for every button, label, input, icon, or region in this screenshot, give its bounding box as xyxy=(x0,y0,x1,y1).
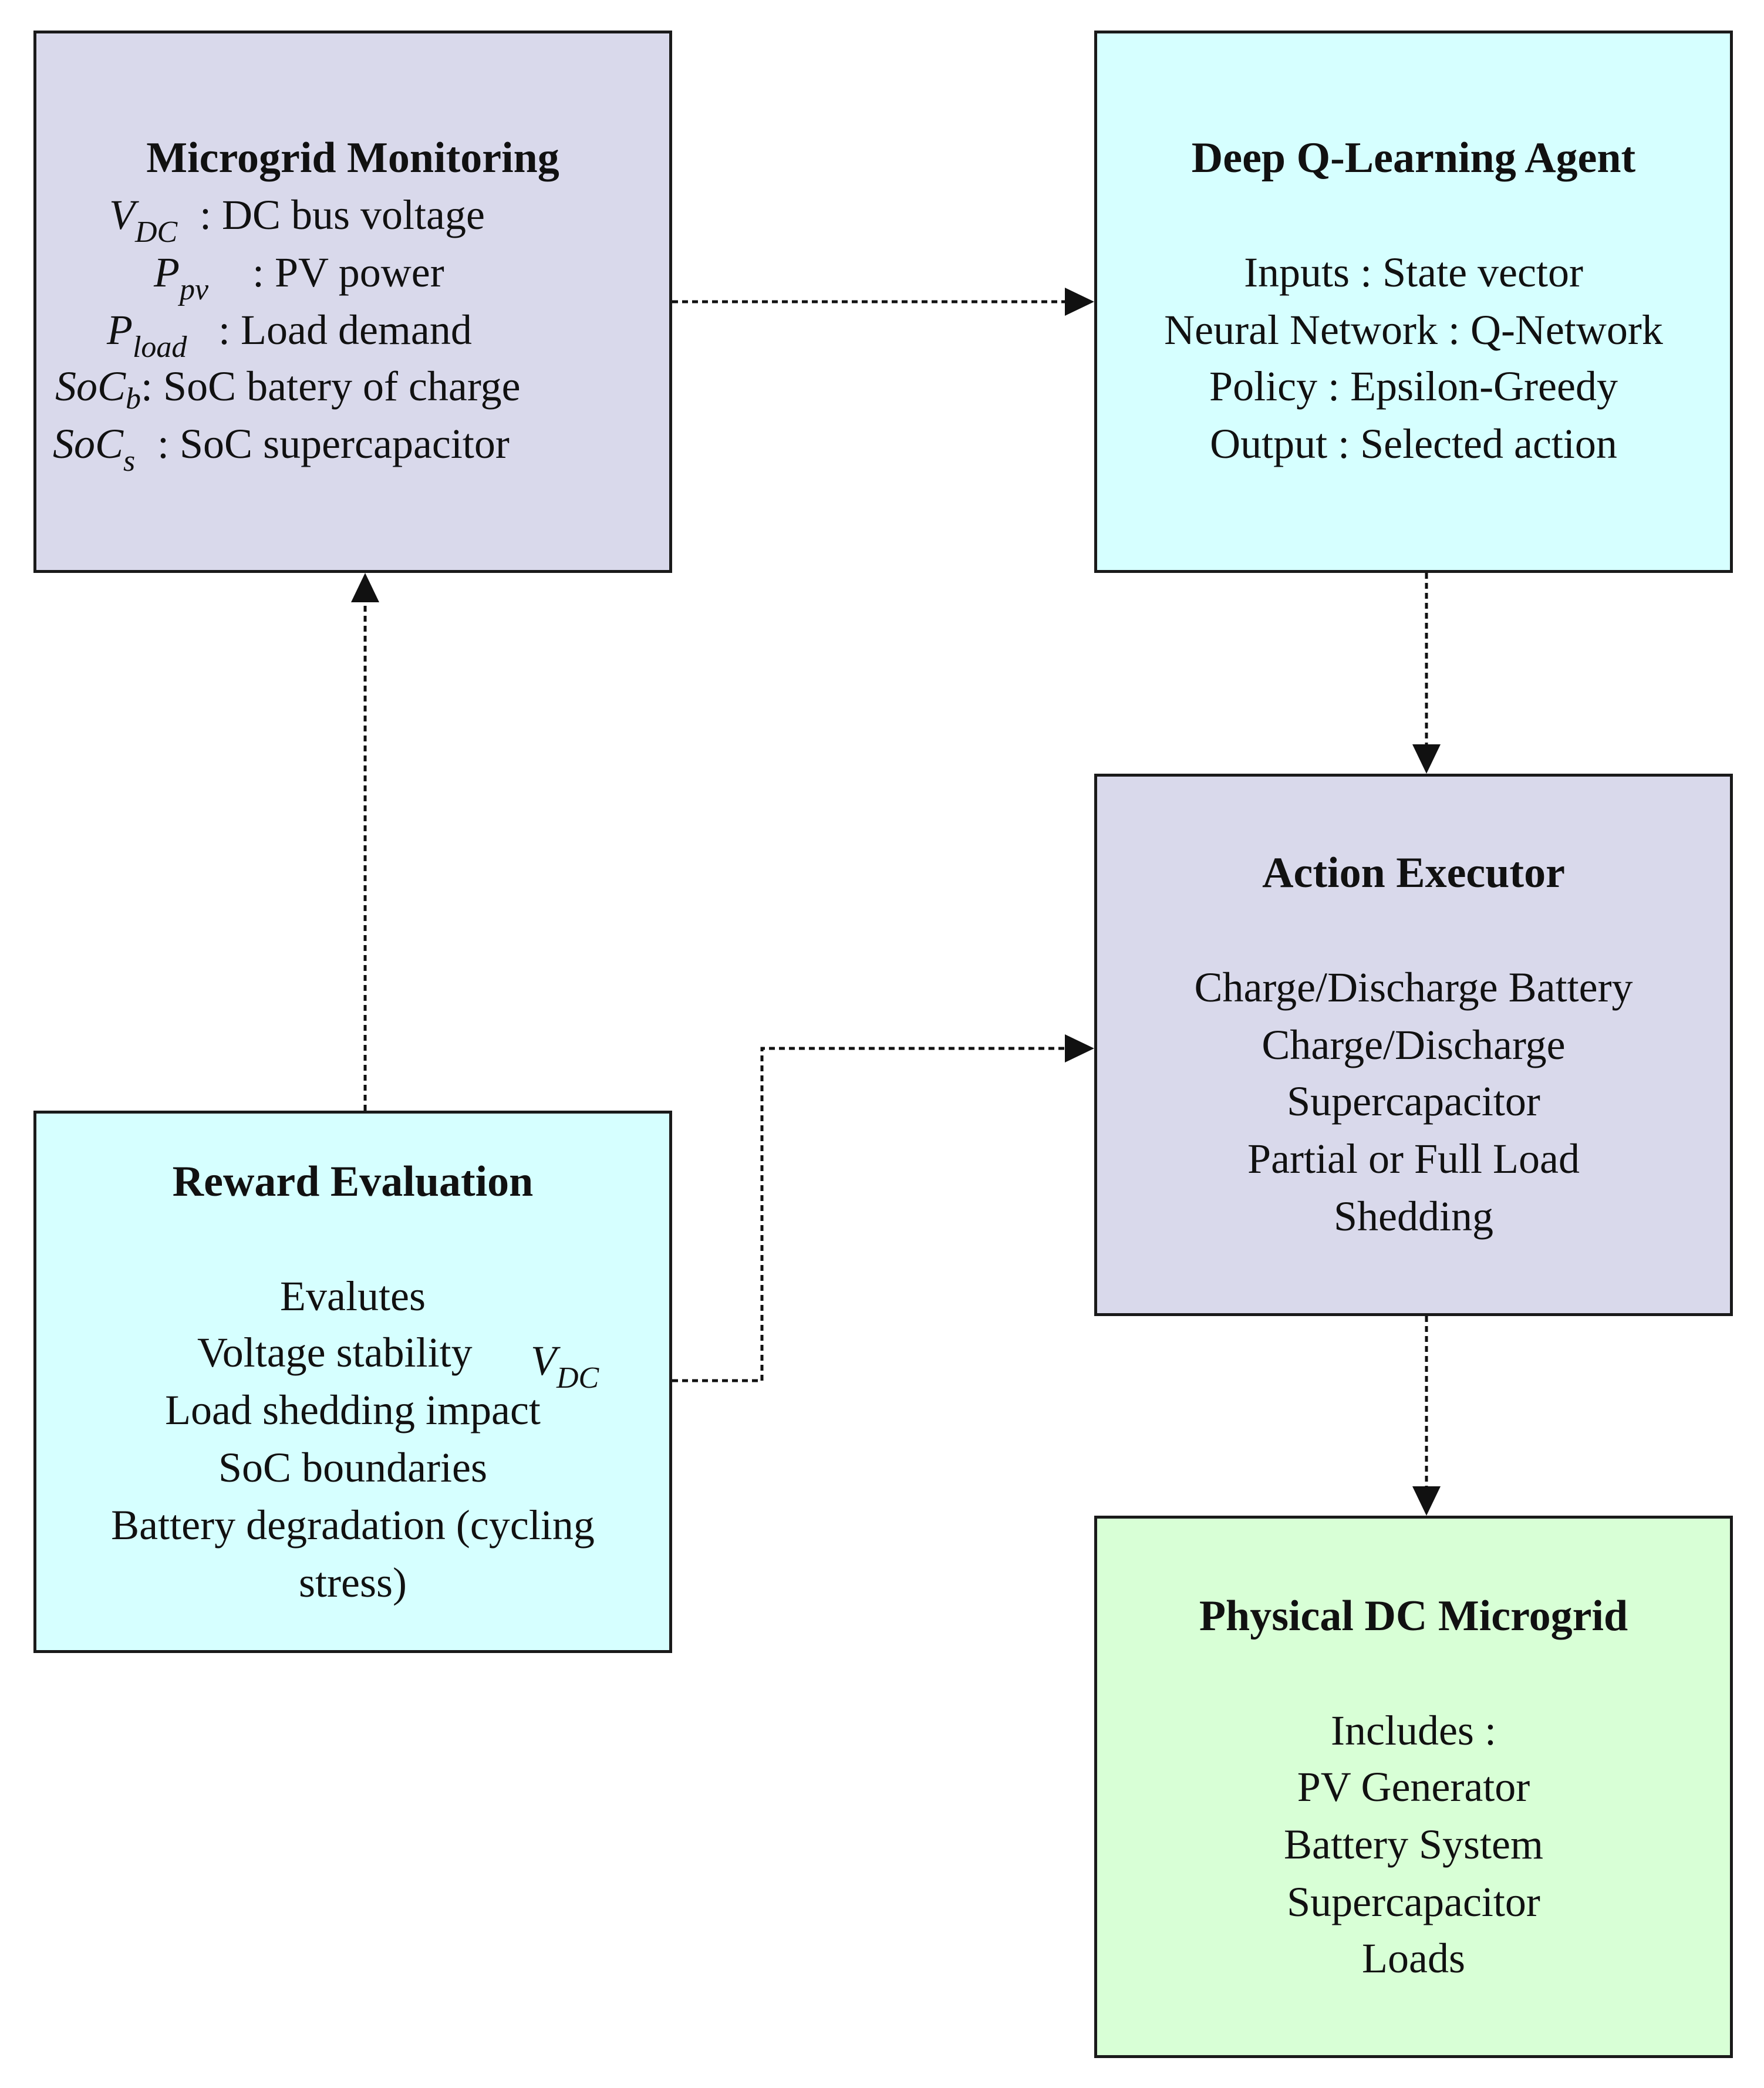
link-reward-to-executor-arrowhead xyxy=(1065,1034,1094,1062)
executor-title: Action Executor xyxy=(1262,849,1565,897)
physical-line-pv: PV Generator xyxy=(1297,1763,1530,1810)
socb-subscript: b xyxy=(126,382,141,416)
reward-box xyxy=(33,1111,672,1653)
reward-title: Reward Evaluation xyxy=(172,1158,534,1206)
agent-line-output: Output : Selected action xyxy=(1210,420,1617,467)
socs-subscript: s xyxy=(123,444,136,478)
reward-line-stress: stress) xyxy=(299,1559,407,1606)
monitoring-socs-text: : SoC supercapacitor xyxy=(157,420,510,467)
executor-line-1: Charge/Discharge Battery xyxy=(1194,964,1633,1011)
reward-line-evalutes: Evalutes xyxy=(280,1273,426,1320)
monitoring-socb-row: SoCb: SoC batery of charge xyxy=(55,363,521,414)
monitoring-ppv-text: : PV power xyxy=(252,249,444,296)
monitoring-title: Microgrid Monitoring xyxy=(146,134,559,182)
reward-vdc-sub: DC xyxy=(556,1361,599,1395)
link-reward-to-executor xyxy=(672,1047,1068,1382)
agent-box xyxy=(1094,31,1733,573)
physical-line-supercap: Supercapacitor xyxy=(1287,1878,1540,1925)
monitoring-box xyxy=(33,31,672,573)
link-monitoring-to-agent-arrowhead xyxy=(1065,288,1094,316)
physical-line-includes: Includes : xyxy=(1331,1707,1496,1754)
physical-box xyxy=(1094,1516,1733,2058)
reward-line-soc: SoC boundaries xyxy=(218,1444,487,1491)
agent-line-policy: Policy : Epsilon-Greedy xyxy=(1209,363,1618,410)
executor-box xyxy=(1094,774,1733,1316)
executor-line-5: Shedding xyxy=(1333,1193,1494,1240)
socb-text: : SoC batery of charge xyxy=(141,363,521,410)
ppv-subscript: pv xyxy=(179,273,209,306)
link-executor-to-physical-arrowhead xyxy=(1412,1486,1441,1516)
monitoring-vdc-row: VDC xyxy=(109,191,177,248)
monitoring-pload-row: Pload xyxy=(107,306,187,363)
pload-subscript: load xyxy=(132,330,187,364)
connector-lines xyxy=(363,300,1428,1490)
vdc-subscript: DC xyxy=(134,215,178,249)
physical-line-loads: Loads xyxy=(1362,1935,1465,1982)
executor-line-2: Charge/Discharge xyxy=(1262,1021,1566,1068)
vdc-symbol: V xyxy=(109,191,135,238)
agent-line-inputs: Inputs : State vector xyxy=(1244,249,1583,296)
monitoring-pload-text: : Load demand xyxy=(218,306,472,353)
link-agent-to-executor-arrowhead xyxy=(1412,744,1441,774)
monitoring-vdc-text: : DC bus voltage xyxy=(200,191,485,238)
agent-line-network: Neural Network : Q-Network xyxy=(1164,306,1663,353)
socs-symbol: SoC xyxy=(53,420,124,467)
executor-line-3: Supercapacitor xyxy=(1287,1078,1540,1125)
physical-title: Physical DC Microgrid xyxy=(1199,1592,1628,1640)
reward-line-voltage: Voltage stability xyxy=(197,1329,473,1376)
socb-symbol: SoC xyxy=(55,363,126,410)
reward-line-degradation: Battery degradation (cycling xyxy=(111,1502,595,1549)
executor-line-4: Partial or Full Load xyxy=(1247,1135,1580,1182)
pload-symbol: P xyxy=(107,306,133,353)
ppv-symbol: P xyxy=(154,249,180,296)
link-reward-to-monitoring-arrowhead xyxy=(351,573,379,602)
arrowheads xyxy=(351,288,1441,1516)
reward-line-shedding: Load shedding impact xyxy=(165,1387,541,1433)
monitoring-ppv-row: Ppv xyxy=(154,249,208,305)
physical-line-battery: Battery System xyxy=(1284,1821,1543,1868)
agent-title: Deep Q-Learning Agent xyxy=(1191,134,1636,182)
reward-vdc-symbol: VDC xyxy=(531,1337,599,1394)
monitoring-socs-row: SoCs xyxy=(53,420,135,477)
reward-vdc-v: V xyxy=(531,1337,556,1384)
